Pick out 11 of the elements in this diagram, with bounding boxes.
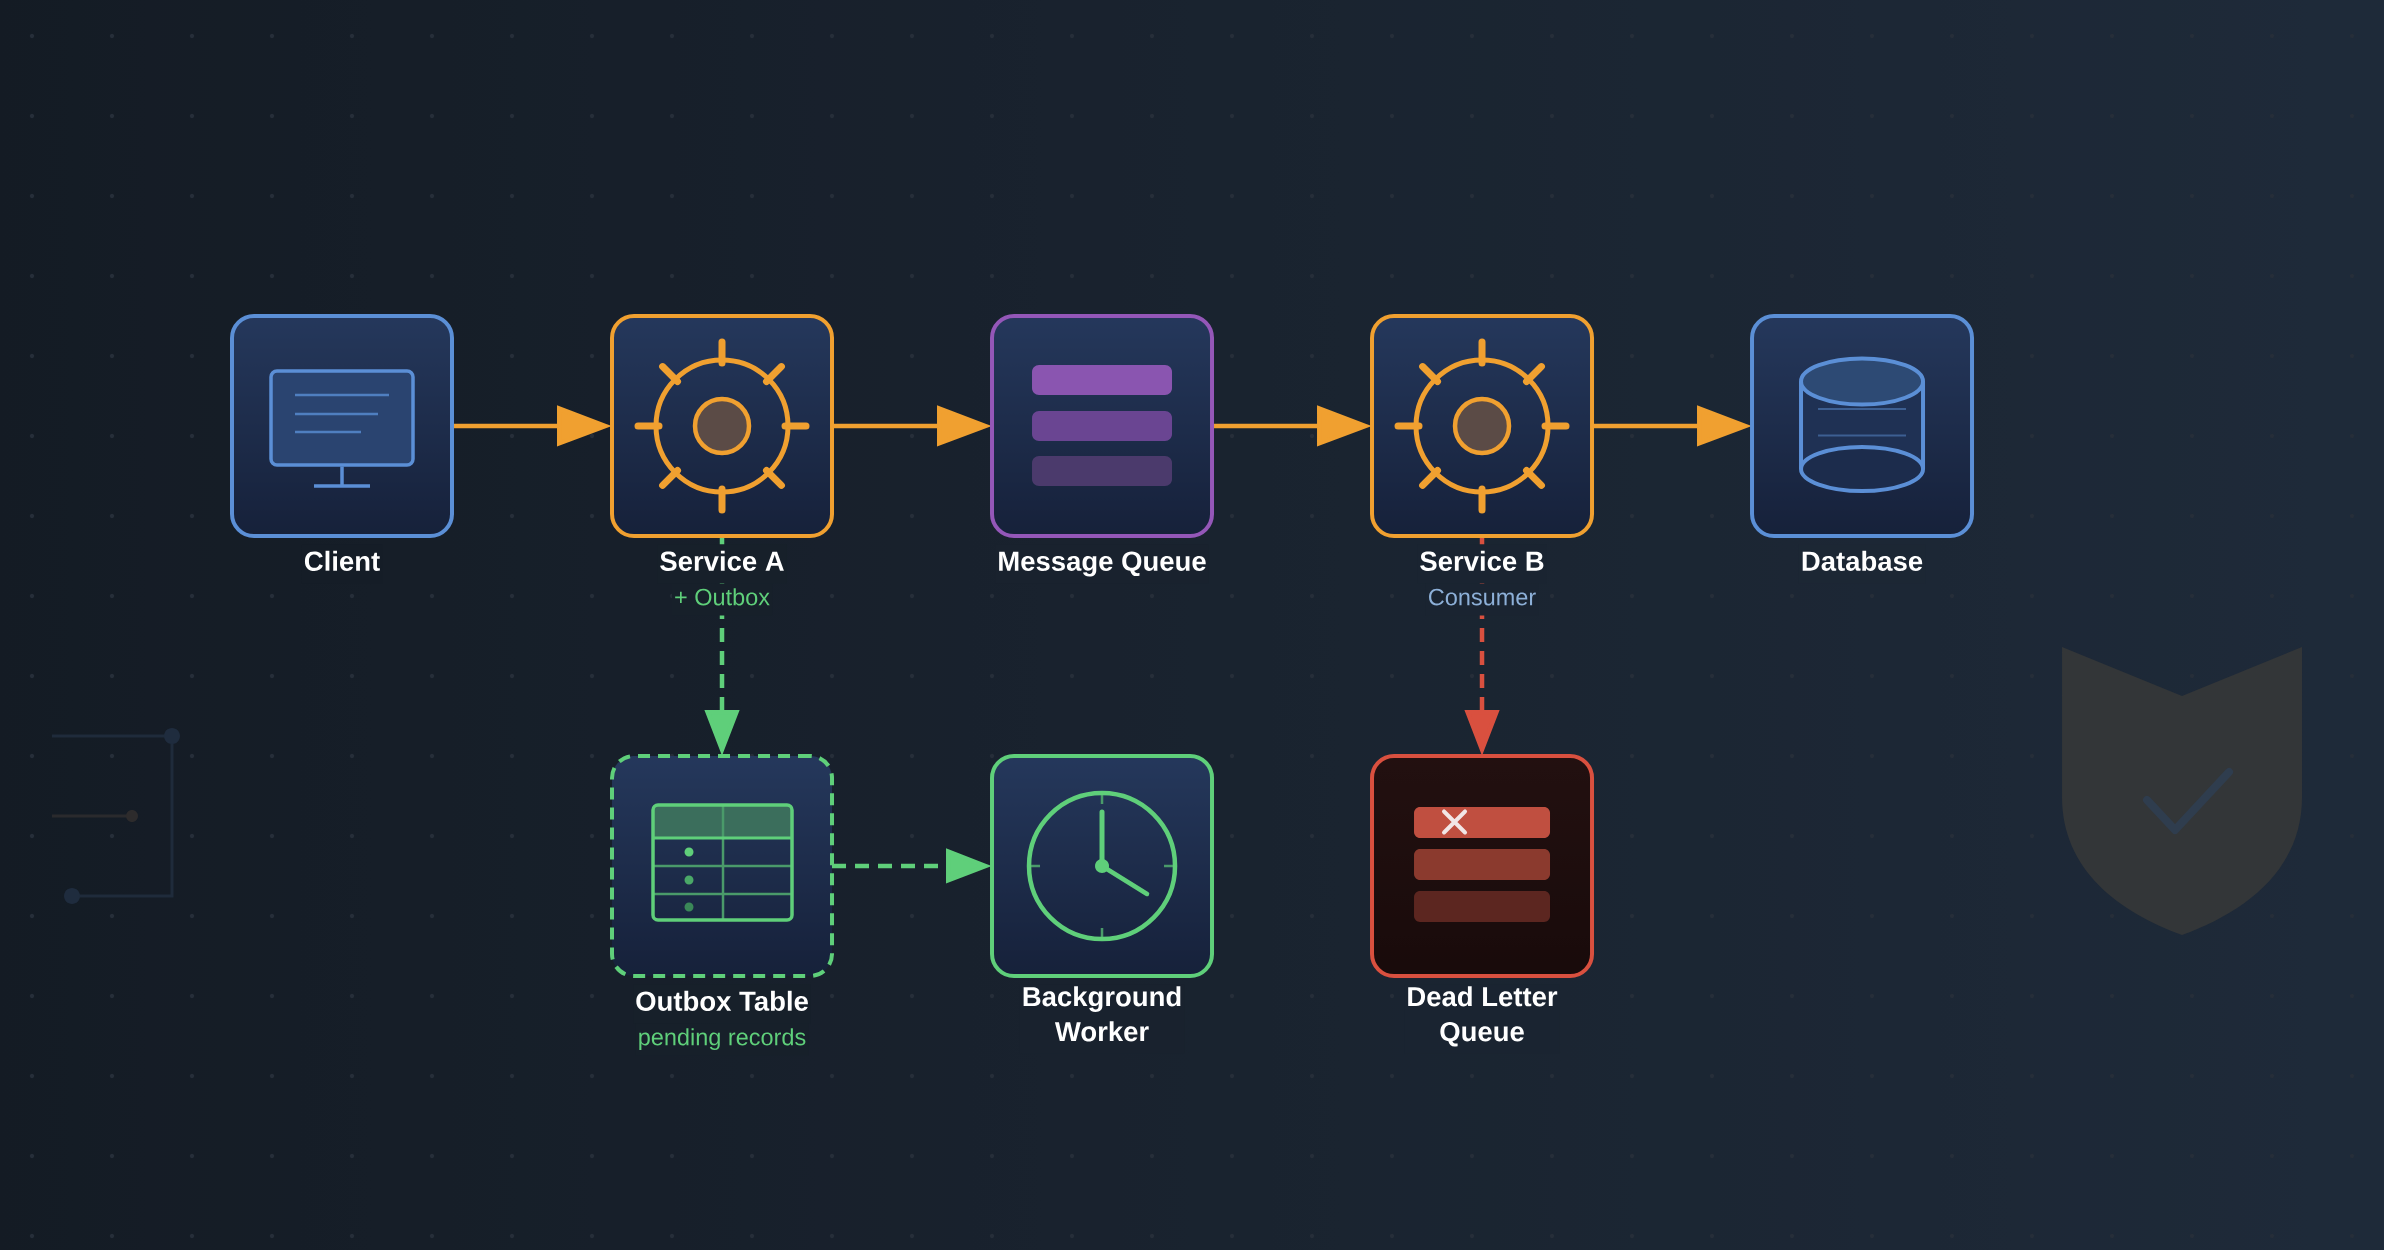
node-title: Service A [657, 544, 787, 584]
node-title: Database [1798, 544, 1926, 584]
node-title: Message Queue [995, 544, 1209, 584]
node-title: Outbox Table [633, 984, 811, 1024]
node-title: Client [301, 544, 383, 584]
node-subtitle: Consumer [1425, 583, 1539, 616]
node-title: Background Worker [1019, 984, 1185, 1054]
node-subtitle: + Outbox [672, 583, 772, 616]
node-title: Service B [1417, 544, 1547, 584]
node-title: Dead Letter Queue [1404, 984, 1560, 1054]
node-subtitle: pending records [635, 1023, 809, 1056]
